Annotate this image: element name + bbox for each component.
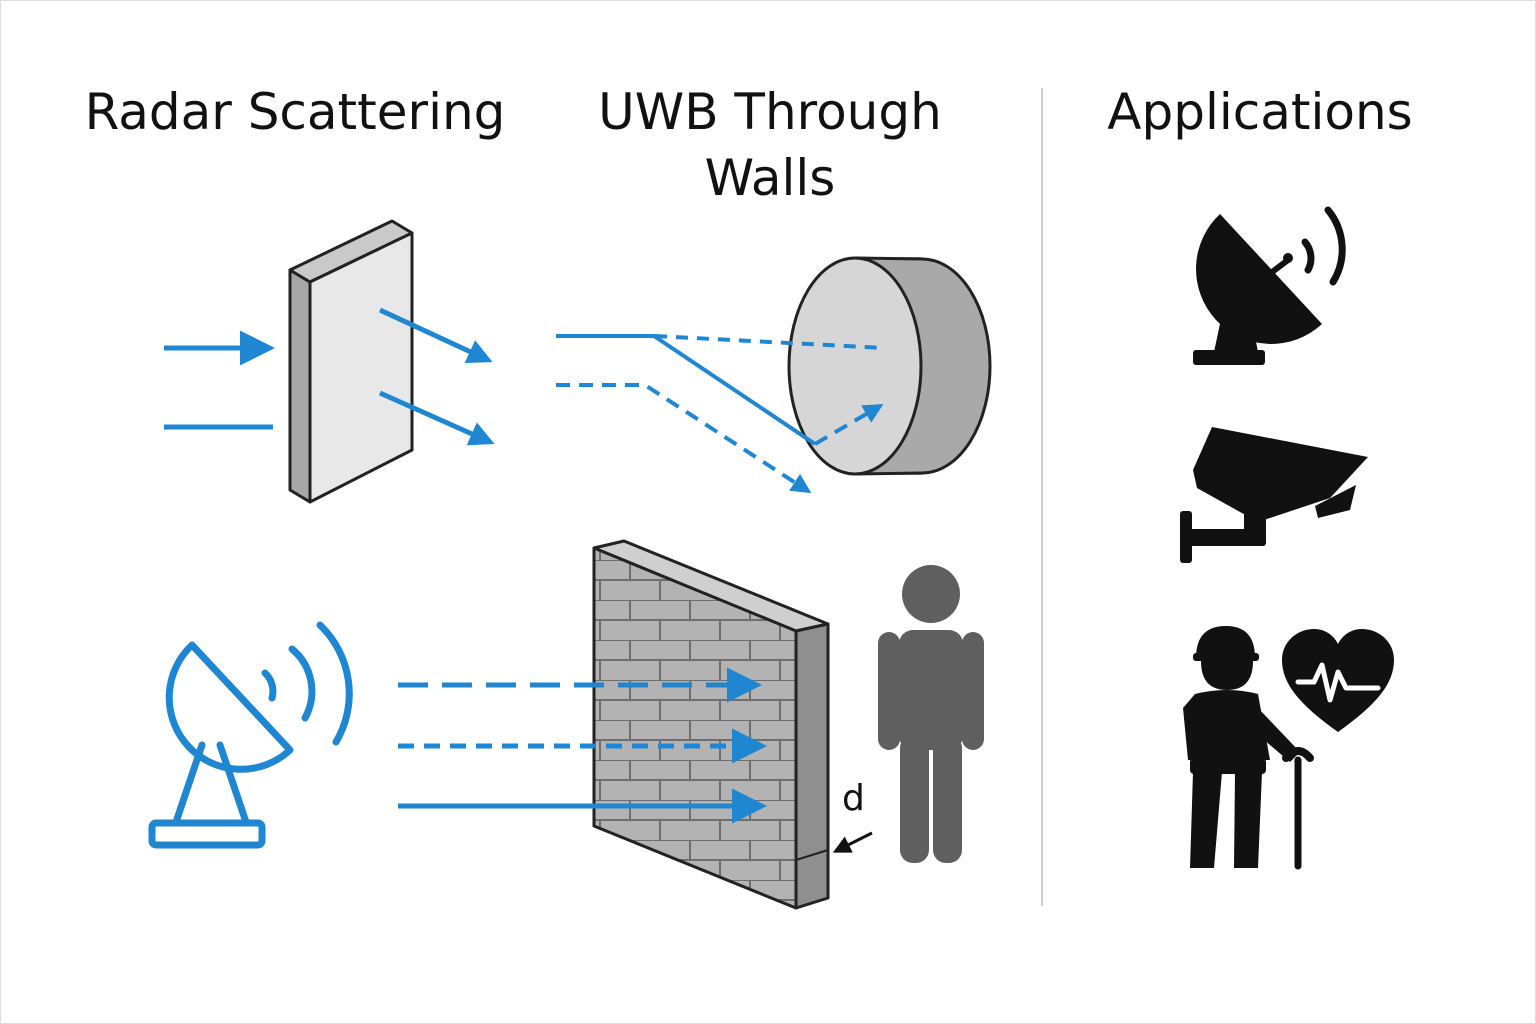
disc-target <box>787 256 992 476</box>
scattering-panel <box>288 219 414 504</box>
uwb-transmit-arrows <box>398 667 767 824</box>
heading-radar-scattering: Radar Scattering <box>84 83 506 141</box>
wall-thickness-arrow <box>832 831 873 853</box>
heading-uwb-line1: UWB Through <box>598 83 942 141</box>
scattering-arrows <box>164 307 495 446</box>
section-divider <box>1041 88 1043 906</box>
wall-thickness-label: d <box>842 778 865 819</box>
uwb-reflection-arrows <box>556 334 886 494</box>
reflected-exit-dashed <box>813 403 884 446</box>
scattered-arrow-lower <box>378 390 495 446</box>
person-silhouette-icon <box>878 565 984 863</box>
heading-uwb-line2: Walls <box>704 149 836 207</box>
heading-uwb-through-walls: UWB Through Walls <box>550 79 990 211</box>
reflected-path-solid <box>556 334 817 446</box>
brick-wall <box>592 539 830 910</box>
heart-rate-icon <box>1282 629 1394 732</box>
heading-applications: Applications <box>1107 83 1413 141</box>
scattered-arrow-upper <box>378 307 493 363</box>
satellite-dish-icon <box>1193 206 1346 365</box>
security-camera-icon <box>1180 427 1368 563</box>
scatter-path-dashed-lower <box>556 383 812 494</box>
scatter-path-dashed-upper <box>654 334 886 350</box>
radar-dish-icon <box>148 621 353 849</box>
elderly-care-icon <box>1183 626 1394 870</box>
hard-hat-person-icon <box>1183 626 1300 868</box>
walking-cane-icon <box>1282 747 1314 870</box>
